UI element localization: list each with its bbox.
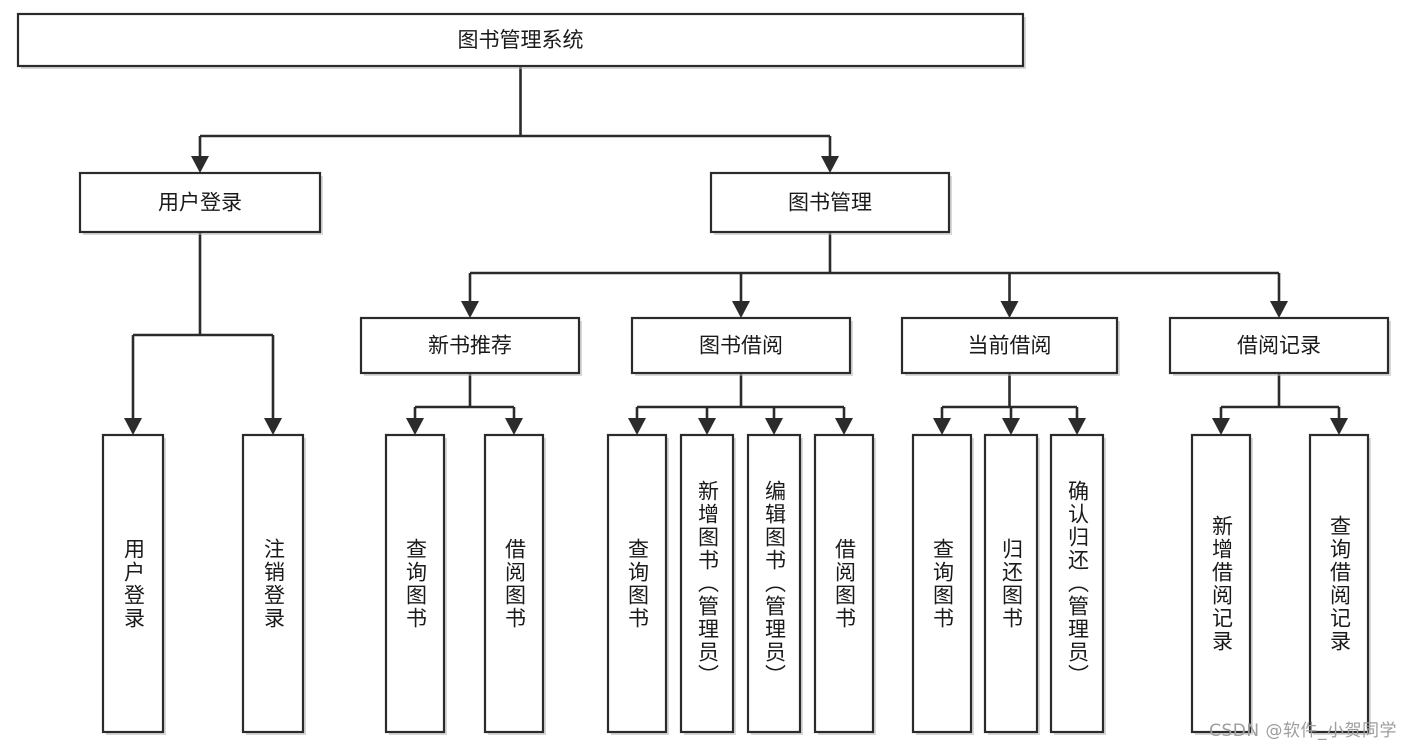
node-rect[interactable]: [16, 12, 1025, 68]
node-rect[interactable]: [1190, 433, 1252, 734]
node-user-login[interactable]: [78, 171, 323, 235]
node-root[interactable]: [16, 12, 1026, 69]
node-new-book-recommend[interactable]: [359, 316, 582, 376]
arrow-head: [406, 418, 424, 435]
node-rect[interactable]: [384, 433, 446, 734]
arrow-head: [1002, 418, 1020, 435]
node-label-new-book-recommend: 新书推荐: [428, 334, 512, 358]
node-label-user-login: 用户登录: [158, 191, 242, 215]
arrow-head: [698, 418, 716, 435]
node-leaf-query-book-3[interactable]: [911, 433, 974, 735]
node-leaf-add-book[interactable]: [679, 433, 736, 735]
node-borrow-record[interactable]: [1168, 316, 1391, 376]
arrow-head: [933, 418, 951, 435]
node-rect[interactable]: [483, 433, 545, 734]
node-rect[interactable]: [1308, 433, 1370, 734]
arrow-head: [1330, 418, 1348, 435]
arrow-head: [1068, 418, 1086, 435]
node-rect[interactable]: [746, 433, 802, 734]
arrow-head: [1270, 301, 1288, 318]
node-leaf-add-record[interactable]: [1190, 433, 1253, 735]
node-rect[interactable]: [813, 433, 875, 734]
node-rect[interactable]: [78, 171, 322, 234]
arrow-head: [505, 418, 523, 435]
connector-layer: [124, 66, 1348, 435]
node-leaf-borrow-book-2[interactable]: [813, 433, 876, 735]
node-rect[interactable]: [900, 316, 1119, 375]
node-label-borrow-record: 借阅记录: [1237, 334, 1321, 358]
arrow-head: [191, 156, 209, 173]
csdn-watermark: CSDN @软件_小贺同学: [1209, 721, 1397, 741]
node-label-current-borrow: 当前借阅: [968, 334, 1052, 358]
node-rect[interactable]: [359, 316, 581, 375]
node-rect[interactable]: [241, 433, 305, 734]
node-leaf-query-book-1[interactable]: [384, 433, 447, 735]
node-box-layer: [16, 12, 1391, 735]
arrow-head: [1000, 301, 1019, 318]
node-leaf-query-book-2[interactable]: [606, 433, 669, 735]
node-leaf-query-record[interactable]: [1308, 433, 1371, 735]
arrow-head: [821, 156, 839, 173]
node-rect[interactable]: [983, 433, 1039, 734]
node-current-borrow[interactable]: [900, 316, 1120, 376]
node-rect[interactable]: [1168, 316, 1390, 375]
node-rect[interactable]: [606, 433, 668, 734]
node-rect[interactable]: [911, 433, 973, 734]
node-leaf-borrow-book-1[interactable]: [483, 433, 546, 735]
node-label-root: 图书管理系统: [458, 28, 584, 52]
node-book-management[interactable]: [709, 171, 952, 235]
node-rect[interactable]: [679, 433, 735, 734]
node-label-book-borrow: 图书借阅: [699, 334, 783, 358]
node-leaf-logout[interactable]: [241, 433, 306, 735]
arrow-head: [461, 301, 479, 318]
node-leaf-edit-book[interactable]: [746, 433, 803, 735]
node-rect[interactable]: [101, 433, 165, 734]
node-rect[interactable]: [709, 171, 951, 234]
node-label-book-management: 图书管理: [788, 191, 872, 215]
node-leaf-user-login[interactable]: [101, 433, 166, 735]
arrow-head: [835, 418, 853, 435]
arrow-head: [124, 418, 142, 435]
arrow-head: [732, 301, 750, 318]
node-leaf-return-book[interactable]: [983, 433, 1040, 735]
arrow-head: [264, 418, 282, 435]
node-book-borrow[interactable]: [630, 316, 853, 376]
arrow-head: [1212, 418, 1230, 435]
node-rect[interactable]: [1049, 433, 1105, 734]
arrow-head: [628, 418, 646, 435]
node-rect[interactable]: [630, 316, 852, 375]
arrow-head: [765, 418, 783, 435]
node-leaf-confirm-return[interactable]: [1049, 433, 1106, 735]
